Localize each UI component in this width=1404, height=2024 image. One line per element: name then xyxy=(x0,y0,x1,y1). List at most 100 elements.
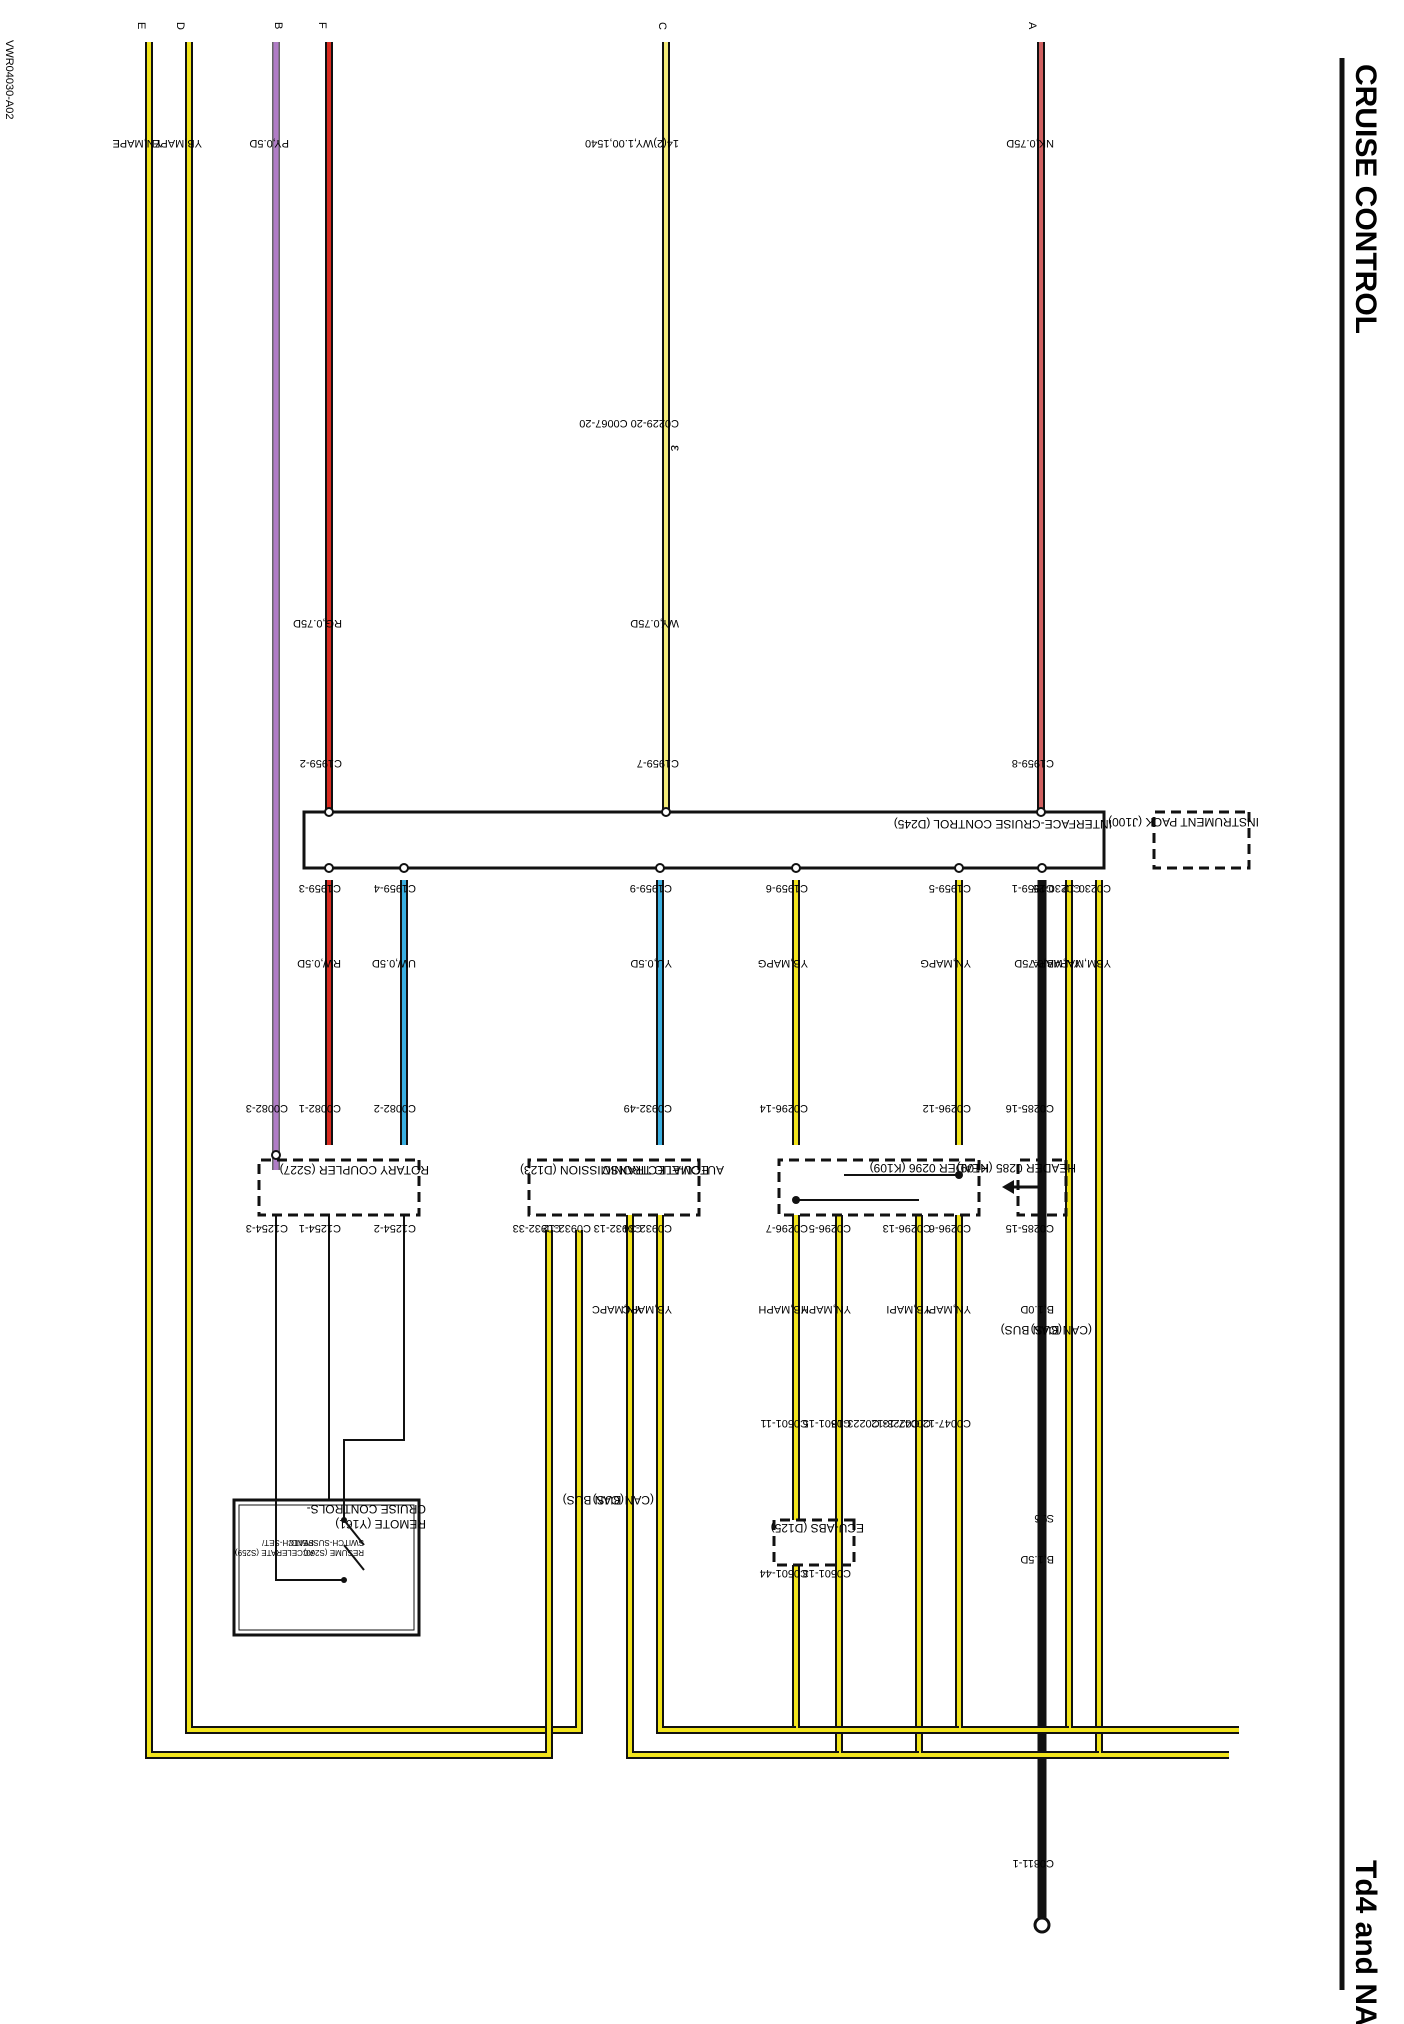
remote-controls-box xyxy=(232,1498,421,1637)
switch-label-2: RESUME (S260) xyxy=(303,1548,364,1557)
wire-m-outline xyxy=(1095,880,1229,1759)
can-bus-label-4: (CAN BUS) xyxy=(563,1493,624,1507)
terminals: ε xyxy=(271,445,1051,1934)
wire-m xyxy=(1097,880,1229,1757)
switch-s259-blade xyxy=(343,1544,365,1571)
pin-c1959-7: C1959-7 xyxy=(637,757,679,769)
pin-c0501-44: C0501-44 xyxy=(760,1567,808,1579)
pin-c0501-11: C0501-11 xyxy=(761,1417,809,1429)
wire-a-label: NK,0.75D xyxy=(1006,137,1054,149)
can-bus-label-3: (CAN BUS) xyxy=(593,1493,654,1507)
ecu-abs: ECU-ABS (D125) xyxy=(771,1518,864,1567)
wire-n xyxy=(1067,880,1239,1732)
ecu-transmission-label-2: AUTOMATIC TRANSMISSION (D123) xyxy=(520,1163,724,1177)
wire-t2 xyxy=(794,1565,959,1732)
remote-label-2: REMOTE (Y161) xyxy=(335,1517,426,1531)
rotary-coupler-box xyxy=(257,1158,421,1217)
wire-n-label: YN,MAPA xyxy=(1032,957,1081,969)
switch-label-3: SWITCH-SET/ xyxy=(261,1538,314,1547)
ground-c0811 xyxy=(1033,1916,1051,1934)
pin-c0501-15: C0501-15 xyxy=(803,1417,851,1429)
pin-c0296-12: C0296-12 xyxy=(923,1102,971,1114)
ecu-transmission-label-1: ECU-ELECTRONIC xyxy=(602,1163,709,1177)
instrument-pack-box xyxy=(1152,810,1251,870)
pin-c0296-14: C0296-14 xyxy=(760,1102,808,1114)
break-f: F xyxy=(316,22,328,29)
node-c1959-8 xyxy=(1036,807,1046,817)
pin-c1959-3: C1959-3 xyxy=(299,882,341,894)
wire-p-label: B,1.5D xyxy=(1020,1553,1054,1565)
switch-s259-pivot xyxy=(341,1577,347,1583)
pin-c0230-12: C0230-12 xyxy=(1063,882,1111,894)
wire-labels: NK,0.75D PY,0.5D 14(2)WY,1.00,1540 WY,0.… xyxy=(112,137,1111,1565)
splice-mark: ε xyxy=(668,445,684,451)
wire-switch-1 xyxy=(343,1215,405,1520)
node-h296-a xyxy=(955,1171,963,1179)
ecu-abs-label: ECU-ABS (D125) xyxy=(771,1521,864,1535)
interface-module xyxy=(302,810,1106,870)
ecu-abs-box xyxy=(772,1518,856,1567)
pin-c0296-13: C0296-13 xyxy=(883,1222,931,1234)
wire-b-label: PY,0.5D xyxy=(249,137,289,149)
pin-c0285-15: C0285-15 xyxy=(1006,1222,1054,1234)
pin-c1959-8: C1959-8 xyxy=(1012,757,1054,769)
switch-s260-pivot xyxy=(341,1517,347,1523)
wires xyxy=(145,42,1239,1920)
pin-c0296-7: C0296-7 xyxy=(766,1222,808,1234)
node-c1959-2 xyxy=(324,807,334,817)
pin-c0082-2: C0082-2 xyxy=(374,1102,416,1114)
wire-e-label: YN,MAPE xyxy=(112,137,162,149)
pin-c0932-33: C0932-33 xyxy=(513,1222,561,1234)
can-bus-labels: (CAN BUS) (CAN BUS) (CAN BUS) (CAN BUS) xyxy=(563,1323,1092,1507)
pin-c1959-1: C1959-1 xyxy=(1012,882,1054,894)
wire-v xyxy=(628,1215,839,1757)
wire-s-label: YN,MAPH xyxy=(801,1303,851,1315)
wire-switch-3 xyxy=(275,1215,344,1581)
header-296-label: HEADER 0296 (K109) xyxy=(870,1161,989,1175)
pin-c1959-5: C1959-5 xyxy=(929,882,971,894)
wire-u-outline xyxy=(656,1215,796,1734)
instrument-pack-label: INSTRUMENT PACK (J100) xyxy=(1108,815,1259,829)
wire-k-label: UW,0.5D xyxy=(372,957,416,969)
wire-s xyxy=(837,1215,919,1757)
break-d: D xyxy=(174,22,186,30)
pin-c0932-34: C0932-34 xyxy=(624,1222,672,1234)
pin-c0285-16: C0285-16 xyxy=(1006,1102,1054,1114)
wire-e xyxy=(147,42,551,1757)
pin-c0296-5: C0296-5 xyxy=(809,1222,851,1234)
wire-c-label: 14(2)WY,1.00,1540 xyxy=(585,137,679,149)
node-c1959-9 xyxy=(655,863,665,873)
wire-q xyxy=(957,1215,1069,1732)
pin-c0047-12: C0047-12 C0223-12 xyxy=(871,1417,971,1429)
wire-n-outline xyxy=(1065,880,1239,1734)
pin-c0230-25: C0230-25 xyxy=(1033,882,1081,894)
pin-c0047-13: C0047-13 C0223-13 xyxy=(831,1417,931,1429)
switch-label-1: SWITCH-SUSPEND/ xyxy=(288,1538,364,1547)
wire-d xyxy=(187,42,581,1732)
node-c1959-6 xyxy=(791,863,801,873)
interface-label: INTERFACE-CRUISE CONTROL (D245) xyxy=(894,817,1112,831)
break-b: B xyxy=(272,22,284,29)
wire-c2-label: WY,0.75D xyxy=(630,617,679,629)
wire-h-label: YN,MAPG xyxy=(920,957,971,969)
pin-c0082-3: C0082-3 xyxy=(246,1102,288,1114)
node-c1959-7 xyxy=(661,807,671,817)
interface-box: INTERFACE-CRUISE CONTROL (D245) xyxy=(302,810,1112,870)
wire-t2-outline xyxy=(792,1565,959,1734)
break-markers: A B C D E F xyxy=(135,22,1038,30)
ecu-transmission: ECU-ELECTRONIC AUTOMATIC TRANSMISSION (D… xyxy=(520,1158,724,1217)
node-c1959-5 xyxy=(954,863,964,873)
header-296: HEADER 0296 (K109) xyxy=(777,1158,989,1217)
pin-c0932-12: C0932-12 xyxy=(543,1222,591,1234)
pin-c0811-1: C0811-1 xyxy=(1013,1857,1054,1869)
pin-c1254-1: C1254-1 xyxy=(299,1222,341,1234)
node-c0082-3 xyxy=(271,1150,281,1160)
can-bus-label-2: (CAN BUS) xyxy=(1001,1323,1062,1337)
pin-c0296-6: C0296-6 xyxy=(929,1222,971,1234)
wire-q-outline xyxy=(955,1215,1069,1734)
pin-c1959-9: C1959-9 xyxy=(630,882,672,894)
header-285-arrow-head xyxy=(1002,1180,1014,1194)
pin-c1959-4: C1959-4 xyxy=(374,882,416,894)
wire-s-outline xyxy=(835,1215,919,1759)
